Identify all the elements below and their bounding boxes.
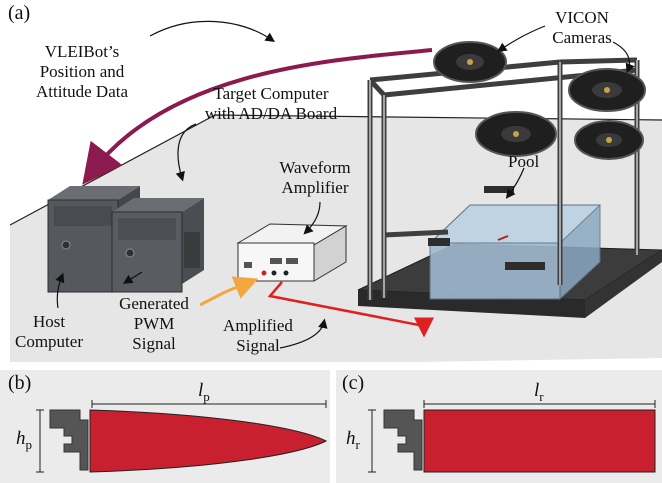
amplified-signal-arrow [267,281,434,338]
generated-label-line1: Generated [119,294,189,313]
vicon-label-line2: Cameras [552,28,612,47]
panel-a-label: (a) [8,2,31,24]
generated-pwm-label: Generated PWM Signal [104,294,204,354]
position-data-arrow [82,48,433,185]
rectangular-fin [423,409,656,473]
vleibot-label-line3: Attitude Data [35,82,129,101]
panel-b [0,370,330,483]
pwm-signal-arrow [199,276,259,307]
waveform-amplifier [236,223,348,282]
target-computer [111,198,204,293]
vicon-label-line1: VICON [555,8,609,27]
host-computer-label: Host Computer [4,312,94,352]
height-hp-symbol: hp [16,428,32,452]
target-label-line2: with AD/DA Board [204,104,338,123]
target-computer-label: Target Computer with AD/DA Board [196,84,346,124]
length-lp-symbol: lp [198,380,210,404]
amplified-signal-label: Amplified Signal [210,316,306,356]
length-lr-symbol: lr [534,380,544,404]
amplified-label-line2: Signal [236,336,280,355]
amplified-label-line1: Amplified [223,316,293,335]
vicon-cameras [433,41,646,160]
vicon-cameras-label: VICON Cameras [532,8,632,48]
waveform-label-line1: Waveform [279,158,351,177]
waveform-label-line2: Amplifier [281,178,349,197]
host-label-line1: Host [32,312,66,331]
target-label-line1: Target Computer [213,84,329,103]
vleibot-label-line1: VLEIBot’s [44,42,120,61]
vleibot-data-label: VLEIBot’s Position and Attitude Data [12,42,152,102]
waveform-amplifier-label: Waveform Amplifier [260,158,370,198]
height-hr-symbol: hr [346,428,360,452]
propulsive-fin [89,409,328,473]
panel-c-label: (c) [342,372,365,394]
host-label-line2: Computer [15,332,83,351]
generated-label-line2: PWM [133,314,175,333]
pool-label: Pool [508,152,540,171]
vleibot-label-line2: Position and [39,62,125,81]
generated-label-line3: Signal [132,334,176,353]
panel-b-label: (b) [8,372,32,394]
panel-c [336,370,662,483]
